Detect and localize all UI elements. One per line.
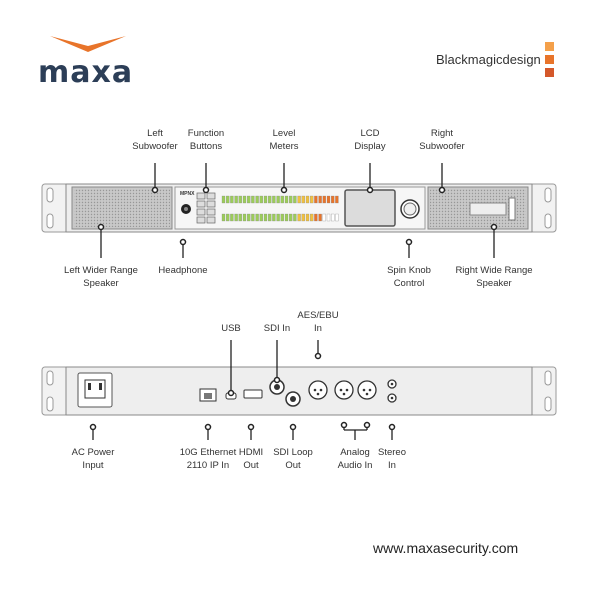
meter-segment	[314, 195, 318, 204]
meter-segment	[335, 213, 339, 222]
label-level-meters: Level Meters	[269, 128, 299, 152]
meter-segment	[251, 213, 255, 222]
meter-segment	[234, 213, 238, 222]
bm-square	[545, 55, 554, 64]
meter-segment	[293, 195, 297, 204]
meter-segment	[293, 213, 297, 222]
device-badge: MPNX	[180, 191, 195, 197]
meter-segment	[272, 213, 276, 222]
meter-segment	[276, 195, 280, 204]
label-stereo-in: Stereo In	[378, 447, 406, 471]
meter-segment	[255, 213, 259, 222]
meter-segment	[331, 213, 335, 222]
meter-segment	[305, 213, 310, 222]
meter-segment	[272, 195, 276, 204]
meter-segment	[297, 213, 301, 222]
lcd-screen	[344, 189, 396, 227]
meter-segment	[331, 195, 335, 204]
meter-segment	[255, 195, 259, 204]
label-headphone: Headphone	[158, 265, 208, 276]
meter-segment	[234, 195, 238, 204]
meter-segment	[301, 213, 305, 222]
bm-square	[545, 42, 554, 51]
label-ac-power: AC Power Input	[71, 447, 115, 471]
meter-segment	[326, 213, 331, 222]
meter-segment	[305, 195, 310, 204]
meter-segment	[326, 195, 331, 204]
label-sdi-in: SDI In	[263, 323, 291, 334]
label-right-subwoofer: Right Subwoofer	[419, 128, 465, 152]
label-ethernet: 10G Ethernet 2110 IP In	[179, 447, 237, 471]
label-aes-ebu-in: AES/EBU In	[297, 310, 339, 334]
meter-segment	[280, 213, 284, 222]
meter-segment	[289, 195, 293, 204]
meter-segment	[221, 213, 226, 222]
meter-segment	[314, 213, 318, 222]
meter-segment	[251, 195, 255, 204]
meter-segment	[322, 195, 326, 204]
meter-segment	[221, 195, 226, 204]
hdmi-port	[243, 389, 263, 399]
meter-segment	[335, 195, 339, 204]
meter-segment	[226, 195, 230, 204]
maxa-logo-text: maxa	[38, 55, 134, 90]
meter-segment	[297, 195, 301, 204]
label-analog-audio-in: Analog Audio In	[337, 447, 373, 471]
meter-segment	[230, 213, 234, 222]
meter-segment	[318, 213, 322, 222]
label-hdmi-out: HDMI Out	[238, 447, 264, 471]
blackmagic-logo-text: Blackmagicdesign	[436, 52, 541, 67]
meter-segment	[259, 195, 263, 204]
label-right-wide-speaker: Right Wide Range Speaker	[455, 265, 533, 289]
meter-segment	[230, 195, 234, 204]
maxa-logo-chevron-icon	[50, 36, 126, 52]
label-sdi-loop-out: SDI Loop Out	[273, 447, 313, 471]
meter-segment	[259, 213, 263, 222]
meter-segment	[247, 213, 251, 222]
meter-segment	[284, 195, 289, 204]
meter-segment	[226, 213, 230, 222]
meter-segment	[284, 213, 289, 222]
website-url[interactable]: www.maxasecurity.com	[373, 540, 519, 556]
meter-segment	[247, 195, 251, 204]
meter-segment	[268, 195, 272, 204]
label-usb: USB	[221, 323, 241, 334]
meter-segment	[301, 195, 305, 204]
meter-segment	[263, 213, 268, 222]
label-spin-knob: Spin Knob Control	[387, 265, 431, 289]
label-left-wider-speaker: Left Wider Range Speaker	[64, 265, 138, 289]
meter-segment	[318, 195, 322, 204]
label-left-subwoofer: Left Subwoofer	[132, 128, 178, 152]
meter-segment	[310, 213, 314, 222]
meter-segment	[310, 195, 314, 204]
meter-segment	[242, 213, 247, 222]
meter-segment	[280, 195, 284, 204]
rear-panel-diagram	[41, 340, 557, 440]
meter-segment	[268, 213, 272, 222]
meter-segment	[276, 213, 280, 222]
meter-segment	[289, 213, 293, 222]
label-lcd-display: LCD Display	[354, 128, 386, 152]
label-function-buttons: Function Buttons	[187, 128, 225, 152]
meter-segment	[238, 213, 242, 222]
meter-segment	[263, 195, 268, 204]
front-panel-diagram	[41, 163, 557, 258]
meter-segment	[322, 213, 326, 222]
meter-segment	[242, 195, 247, 204]
bm-square	[545, 68, 554, 77]
meter-segment	[238, 195, 242, 204]
